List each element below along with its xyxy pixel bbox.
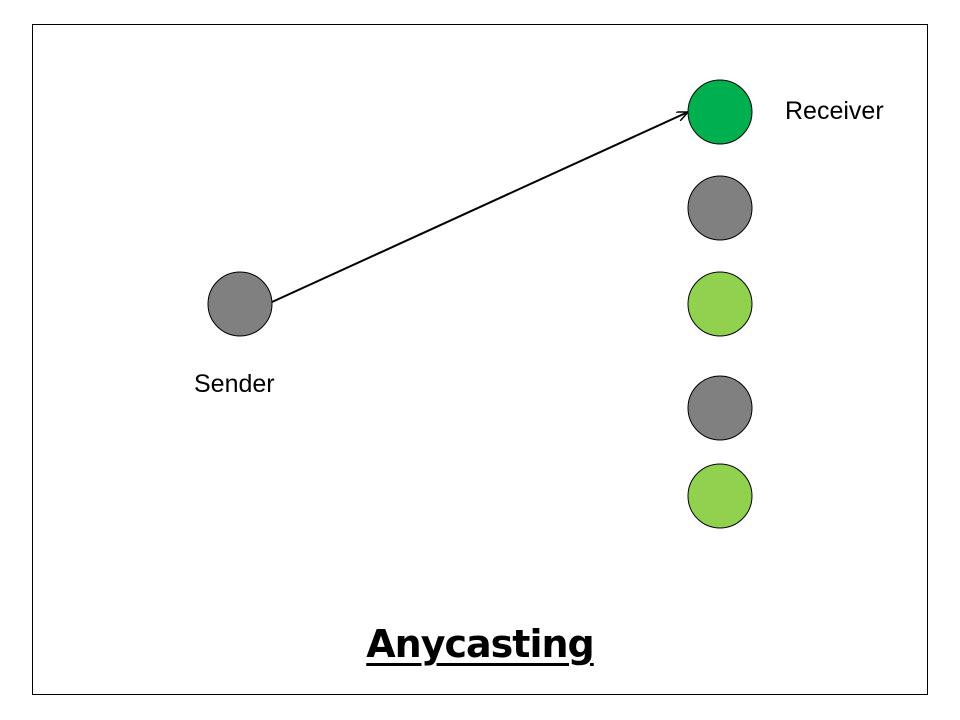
receiver-label: Receiver bbox=[785, 97, 884, 125]
slide-frame bbox=[32, 24, 928, 695]
group-node bbox=[687, 375, 753, 441]
group-node bbox=[687, 175, 753, 241]
sender-label: Sender bbox=[194, 370, 275, 398]
edge-sender-to-receiver bbox=[271, 111, 688, 303]
sender-node bbox=[207, 271, 273, 337]
group-node bbox=[687, 271, 753, 337]
receiver-node bbox=[687, 79, 753, 145]
slide-title: Anycasting bbox=[366, 622, 594, 666]
group-node bbox=[687, 463, 753, 529]
